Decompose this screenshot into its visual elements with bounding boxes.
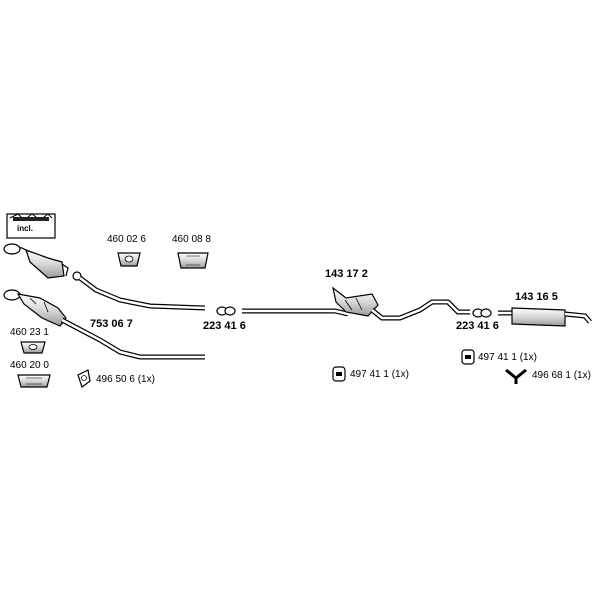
gasket-icon-c bbox=[20, 341, 46, 354]
part-label-clamp-left: 223 41 6 bbox=[203, 320, 246, 332]
seal-triangle-icon bbox=[77, 369, 91, 388]
gasket-icon-b bbox=[177, 252, 209, 269]
clamp-icon-right bbox=[472, 308, 492, 318]
part-label-rubber-mount-rear: 497 41 1 (1x) bbox=[478, 352, 537, 363]
part-label-hanger-rear: 496 68 1 (1x) bbox=[532, 370, 591, 381]
part-label-gasket-d: 460 20 0 bbox=[10, 360, 49, 371]
part-label-gasket-b: 460 08 8 bbox=[172, 234, 211, 245]
part-label-rubber-mount-mid: 497 41 1 (1x) bbox=[350, 369, 409, 380]
catalytic-converter-upper bbox=[3, 243, 69, 279]
part-label-middle-silencer: 143 17 2 bbox=[325, 268, 368, 280]
part-label-seal-triangle: 496 50 6 (1x) bbox=[96, 374, 155, 385]
clamp-icon-left bbox=[216, 306, 236, 316]
gasket-icon-d bbox=[17, 374, 51, 388]
catalytic-converter-lower bbox=[3, 289, 67, 327]
part-label-gasket-a: 460 02 6 bbox=[107, 234, 146, 245]
gasket-icon-a bbox=[117, 252, 141, 267]
part-label-clamp-right: 223 41 6 bbox=[456, 320, 499, 332]
intermediate-pipe-upper bbox=[72, 271, 206, 311]
part-label-gasket-c: 460 23 1 bbox=[10, 327, 49, 338]
rubber-mount-icon-mid bbox=[332, 366, 346, 382]
kit-box-label: incl. bbox=[17, 224, 34, 233]
rear-silencer bbox=[498, 307, 592, 327]
front-pipe bbox=[60, 317, 205, 360]
hanger-icon-rear bbox=[505, 368, 527, 384]
part-label-rear-silencer: 143 16 5 bbox=[515, 291, 558, 303]
kit-box-icon bbox=[6, 213, 56, 239]
rubber-mount-icon-rear bbox=[461, 349, 475, 365]
middle-silencer bbox=[242, 286, 470, 321]
part-label-front-pipe: 753 06 7 bbox=[90, 318, 133, 330]
